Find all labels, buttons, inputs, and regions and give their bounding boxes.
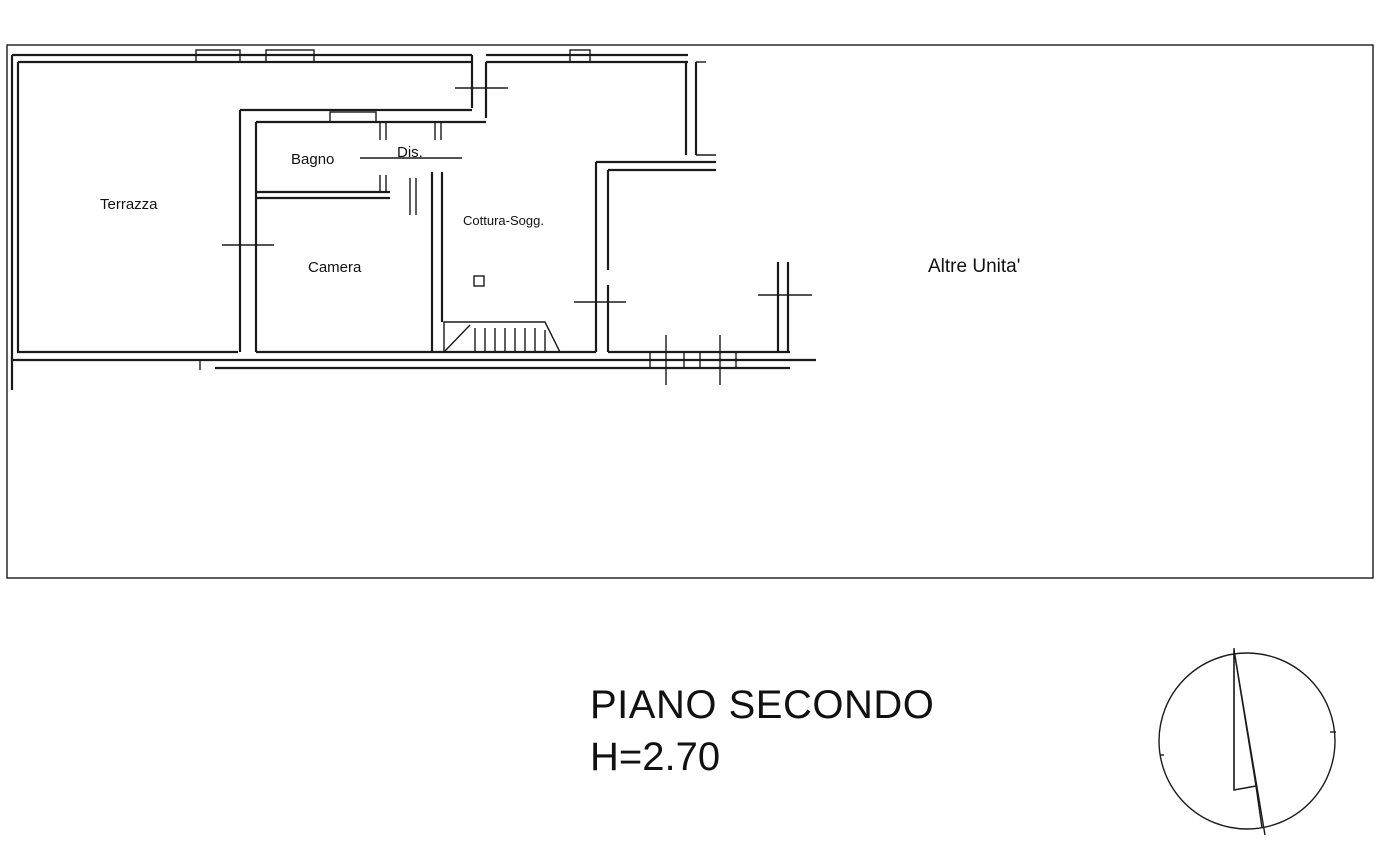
north-arrow-icon (1158, 648, 1336, 836)
floor-title: PIANO SECONDO (590, 683, 935, 727)
apartment-walls (10, 49, 816, 390)
staircase (443, 321, 562, 353)
room-label-altre-unita: Altre Unita' (928, 256, 1020, 277)
outer-boundary (6, 44, 1374, 579)
room-label-camera: Camera (308, 259, 362, 276)
room-label-terrazza: Terrazza (100, 196, 158, 213)
room-label-bagno: Bagno (291, 151, 334, 168)
room-label-dis: Dis. (397, 144, 423, 161)
room-label-cottura-sogg: Cottura-Sogg. (463, 213, 544, 228)
floor-height: H=2.70 (590, 735, 721, 779)
